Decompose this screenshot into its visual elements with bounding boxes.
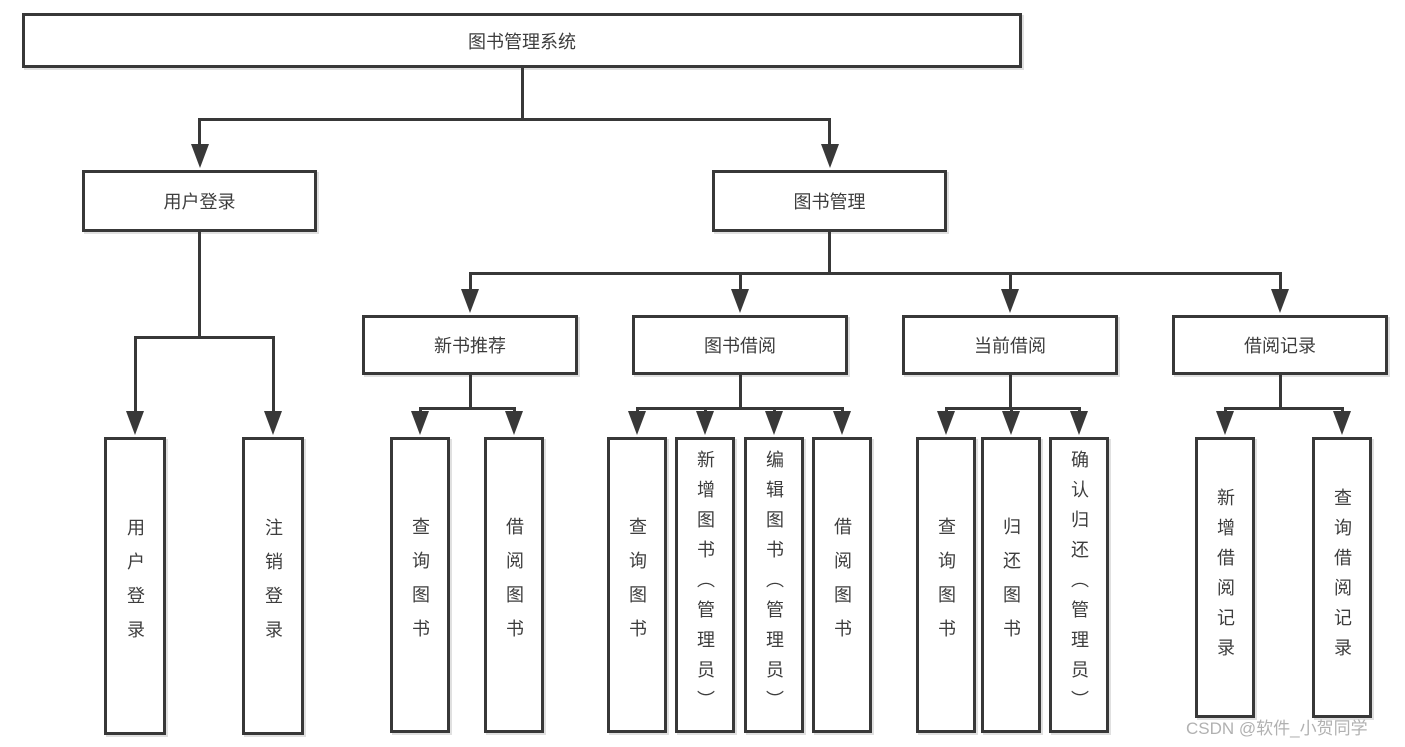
connector-book-mgmt-drop-3 bbox=[1009, 272, 1012, 291]
node-book-borrow: 图书借阅 bbox=[632, 315, 848, 375]
arrow-down-icon bbox=[1216, 411, 1234, 435]
leaf-edit-books-admin-label: 编辑图书（管理员） bbox=[764, 450, 784, 720]
arrow-down-icon bbox=[1070, 411, 1088, 435]
leaf-query-books-2-label: 查询图书 bbox=[627, 517, 647, 653]
connector-g2-stem bbox=[739, 375, 742, 407]
connector-book-mgmt-drop-4 bbox=[1279, 272, 1282, 291]
leaf-confirm-return-admin: 确认归还（管理员） bbox=[1049, 437, 1109, 733]
leaf-query-borrow-record-label: 查询借阅记录 bbox=[1332, 487, 1352, 668]
arrow-down-icon bbox=[821, 144, 839, 168]
leaf-user-login-label: 用户登录 bbox=[125, 518, 145, 654]
leaf-add-books-admin: 新增图书（管理员） bbox=[675, 437, 735, 733]
leaf-query-borrow-record: 查询借阅记录 bbox=[1312, 437, 1372, 718]
connector-root-drop-right bbox=[828, 118, 831, 148]
leaf-add-borrow-record: 新增借阅记录 bbox=[1195, 437, 1255, 718]
leaf-user-login: 用户登录 bbox=[104, 437, 166, 735]
connector-g2-bar bbox=[637, 407, 842, 410]
leaf-add-borrow-record-label: 新增借阅记录 bbox=[1215, 487, 1235, 668]
connector-g4-bar bbox=[1225, 407, 1342, 410]
connector-user-login-drop-1 bbox=[134, 336, 137, 413]
connector-user-login-stem bbox=[198, 232, 201, 336]
node-book-management: 图书管理 bbox=[712, 170, 947, 232]
node-current-borrow: 当前借阅 bbox=[902, 315, 1118, 375]
connector-root-bar bbox=[199, 118, 831, 121]
csdn-watermark: CSDN @软件_小贺同学 bbox=[1186, 719, 1368, 738]
node-root-label: 图书管理系统 bbox=[468, 31, 576, 52]
connector-g3-bar bbox=[946, 407, 1079, 410]
node-new-book-recommend: 新书推荐 bbox=[362, 315, 578, 375]
connector-root-stem bbox=[521, 68, 524, 118]
leaf-confirm-return-admin-label: 确认归还（管理员） bbox=[1069, 450, 1089, 720]
leaf-query-books-3: 查询图书 bbox=[916, 437, 976, 733]
arrow-down-icon bbox=[1271, 289, 1289, 313]
node-user-login-label: 用户登录 bbox=[163, 192, 236, 212]
connector-g3-stem bbox=[1009, 375, 1012, 407]
leaf-borrow-books-1-label: 借阅图书 bbox=[504, 517, 524, 653]
node-borrow-records: 借阅记录 bbox=[1172, 315, 1388, 375]
arrow-down-icon bbox=[1333, 411, 1351, 435]
node-book-management-label: 图书管理 bbox=[793, 192, 866, 212]
leaf-borrow-books-1: 借阅图书 bbox=[484, 437, 544, 733]
connector-user-login-bar bbox=[135, 336, 274, 339]
arrow-down-icon bbox=[461, 289, 479, 313]
connector-book-mgmt-drop-1 bbox=[469, 272, 472, 291]
arrow-down-icon bbox=[1002, 411, 1020, 435]
node-new-book-recommend-label: 新书推荐 bbox=[434, 336, 506, 356]
arrow-down-icon bbox=[191, 144, 209, 168]
leaf-query-books-3-label: 查询图书 bbox=[936, 517, 956, 653]
leaf-query-books-1: 查询图书 bbox=[390, 437, 450, 733]
connector-book-mgmt-drop-2 bbox=[739, 272, 742, 291]
arrow-down-icon bbox=[505, 411, 523, 435]
connector-g1-bar bbox=[420, 407, 514, 410]
node-user-login: 用户登录 bbox=[82, 170, 317, 232]
arrow-down-icon bbox=[765, 411, 783, 435]
node-borrow-records-label: 借阅记录 bbox=[1244, 336, 1316, 356]
leaf-query-books-2: 查询图书 bbox=[607, 437, 667, 733]
leaf-return-books: 归还图书 bbox=[981, 437, 1041, 733]
node-book-borrow-label: 图书借阅 bbox=[704, 336, 776, 356]
leaf-borrow-books-2: 借阅图书 bbox=[812, 437, 872, 733]
connector-root-drop-left bbox=[198, 118, 201, 148]
leaf-query-books-1-label: 查询图书 bbox=[410, 517, 430, 653]
connector-g1-stem bbox=[469, 375, 472, 407]
node-root: 图书管理系统 bbox=[22, 13, 1022, 68]
node-current-borrow-label: 当前借阅 bbox=[974, 336, 1046, 356]
connector-book-mgmt-stem bbox=[828, 232, 831, 272]
arrow-down-icon bbox=[628, 411, 646, 435]
connector-user-login-drop-2 bbox=[272, 336, 275, 413]
arrow-down-icon bbox=[126, 411, 144, 435]
leaf-edit-books-admin: 编辑图书（管理员） bbox=[744, 437, 804, 733]
arrow-down-icon bbox=[937, 411, 955, 435]
leaf-return-books-label: 归还图书 bbox=[1001, 517, 1021, 653]
leaf-add-books-admin-label: 新增图书（管理员） bbox=[695, 450, 715, 720]
arrow-down-icon bbox=[264, 411, 282, 435]
leaf-logout: 注销登录 bbox=[242, 437, 304, 735]
leaf-borrow-books-2-label: 借阅图书 bbox=[832, 517, 852, 653]
arrow-down-icon bbox=[696, 411, 714, 435]
arrow-down-icon bbox=[731, 289, 749, 313]
arrow-down-icon bbox=[1001, 289, 1019, 313]
connector-book-mgmt-bar bbox=[470, 272, 1280, 275]
leaf-logout-label: 注销登录 bbox=[263, 518, 283, 654]
connector-g4-stem bbox=[1279, 375, 1282, 407]
arrow-down-icon bbox=[833, 411, 851, 435]
arrow-down-icon bbox=[411, 411, 429, 435]
